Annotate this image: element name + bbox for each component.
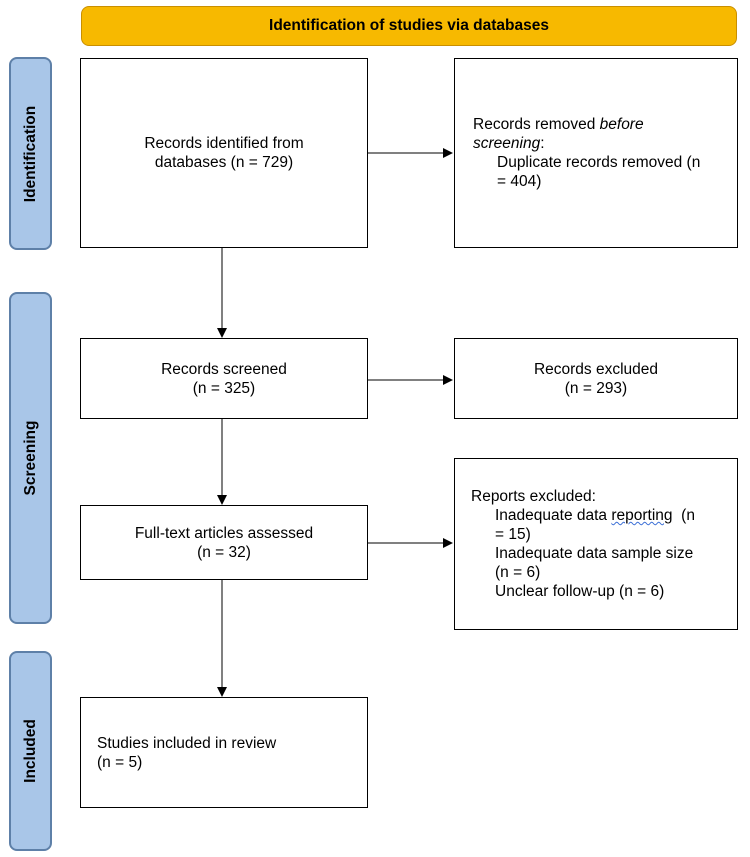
reports-excluded-box: Reports excluded: Inadequate data report… (454, 458, 738, 630)
reason-reporting-underlined: reporting (611, 507, 673, 524)
reports-excluded-title: Reports excluded: (471, 488, 596, 505)
records-excluded-line2: (n = 293) (564, 379, 628, 397)
records-identified-line2: databases (n = 729) (154, 154, 294, 171)
records-removed-box: Records removed before screening: Duplic… (454, 58, 738, 248)
records-removed-title-end: screening: (473, 135, 545, 152)
records-screened-box: Records screened (n = 325) (80, 338, 368, 419)
phase-screening: Screening (9, 292, 52, 624)
reason-sample-size-line2: (n = 6) (495, 564, 541, 581)
header-banner: Identification of studies via databases (81, 6, 737, 46)
reason-reporting-line1: Inadequate data reporting (n (471, 506, 727, 525)
duplicates-removed-line1: Duplicate records removed (n (497, 154, 701, 171)
phase-identification: Identification (9, 57, 52, 250)
duplicates-removed-line2: = 404) (497, 173, 542, 190)
reason-reporting-line2: = 15) (495, 526, 531, 543)
records-excluded-box: Records excluded (n = 293) (454, 338, 738, 419)
header-title: Identification of studies via databases (269, 17, 549, 34)
records-screened-line1: Records screened (161, 360, 287, 378)
phase-included: Included (9, 651, 52, 851)
records-identified-line1: Records identified from (144, 135, 304, 152)
fulltext-assessed-box: Full-text articles assessed (n = 32) (80, 505, 368, 580)
reason-follow-up: Unclear follow-up (n = 6) (495, 583, 665, 600)
fulltext-assessed-line2: (n = 32) (197, 543, 251, 561)
records-excluded-line1: Records excluded (533, 360, 659, 378)
reason-reporting-prefix: Inadequate data (495, 507, 612, 524)
records-removed-title-suffix: : (540, 135, 545, 152)
studies-included-line2: (n = 5) (97, 753, 143, 771)
records-removed-title-prefix: Records removed (473, 116, 600, 133)
reason-sample-size-line1: Inadequate data sample size (495, 545, 694, 562)
records-identified-box: Records identified from databases (n = 7… (80, 58, 368, 248)
fulltext-assessed-line1: Full-text articles assessed (134, 524, 314, 542)
records-screened-line2: (n = 325) (192, 379, 256, 397)
records-removed-title: Records removed before (473, 115, 727, 134)
records-removed-title-italic: before (599, 116, 644, 133)
reason-reporting-suffix: (n (672, 507, 695, 524)
studies-included-box: Studies included in review (n = 5) (80, 697, 368, 808)
studies-included-line1: Studies included in review (97, 734, 277, 752)
